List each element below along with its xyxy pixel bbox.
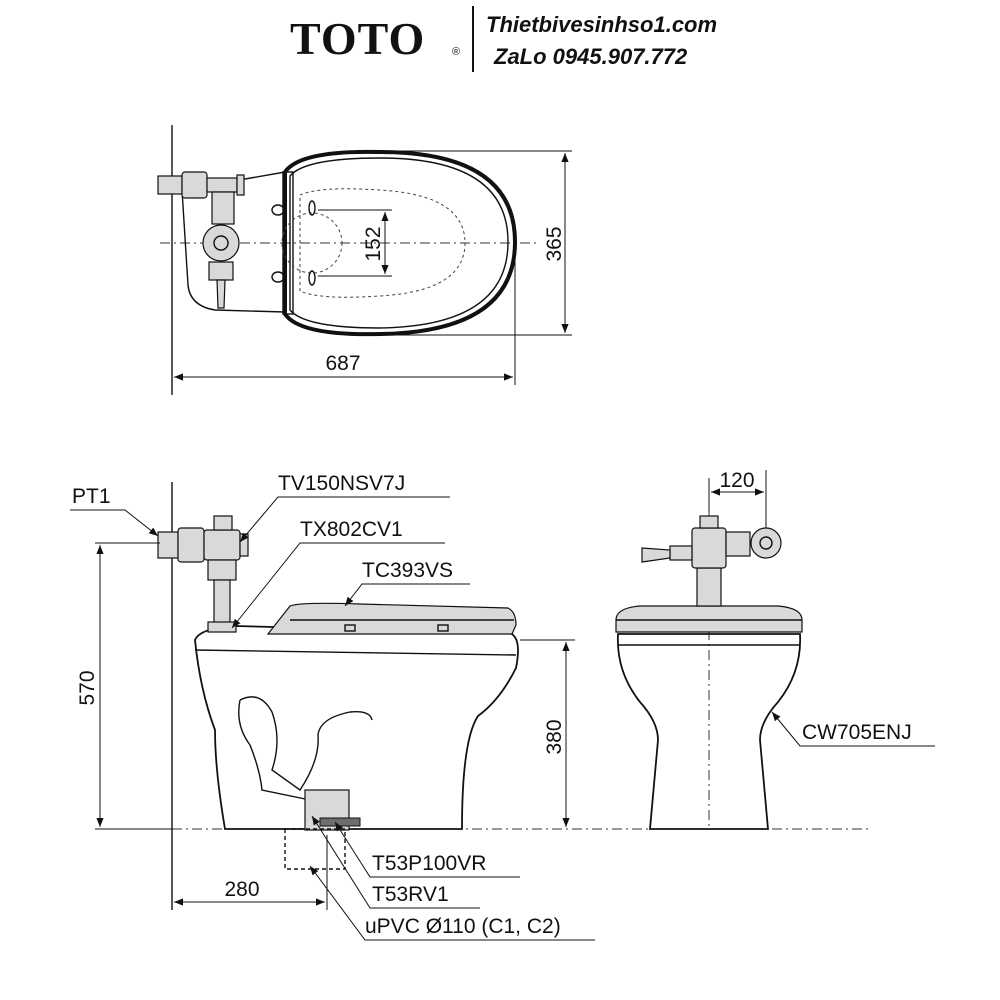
front-outlet-ring	[319, 817, 361, 827]
dim-365-label: 365	[543, 226, 566, 261]
label-tx802: TX802CV1	[300, 518, 403, 541]
front-bowl	[194, 625, 519, 830]
leader-t53rv	[311, 815, 480, 909]
label-t53rv: T53RV1	[372, 883, 449, 906]
leader-tx802	[231, 542, 445, 629]
front-seat	[266, 602, 517, 635]
label-t53p: T53P100VR	[372, 852, 486, 875]
label-pt1: PT1	[72, 485, 111, 508]
leader-tv150	[239, 496, 450, 543]
leader-tc393	[344, 583, 470, 607]
top-supply-nut	[181, 171, 208, 199]
dim-152-label: 152	[362, 226, 385, 261]
top-seat-inner	[289, 157, 509, 329]
top-seat-rim	[283, 149, 518, 337]
top-bowl-opening	[299, 188, 466, 298]
website-text: Thietbivesinhso1.com	[486, 12, 718, 37]
top-seat-bumper-upper	[308, 200, 316, 216]
top-supply-cap	[236, 174, 245, 196]
top-bracket	[181, 171, 286, 313]
leader-t53p	[334, 821, 520, 878]
dim-280-label: 280	[224, 878, 259, 901]
top-outlet-circle	[281, 212, 343, 274]
registered-mark: ®	[452, 46, 461, 58]
brand-logo: TOTO	[290, 13, 426, 64]
top-supply-stub	[157, 175, 183, 195]
dim-687-label: 687	[325, 352, 360, 375]
end-supply-flange	[750, 527, 782, 559]
front-seat-bumper	[437, 624, 449, 632]
end-supply-port	[759, 536, 773, 550]
dim-120-label: 120	[719, 469, 754, 492]
top-bolt-hole-lower	[271, 271, 285, 283]
top-valve-body	[202, 224, 240, 262]
end-valve-body	[691, 527, 727, 569]
top-seat-hinge	[282, 171, 294, 315]
front-flush-pipe	[213, 579, 231, 626]
leader-cw705	[771, 711, 935, 747]
end-view: 120 CW705ENJ	[615, 469, 935, 830]
front-seat-bumper-2	[344, 624, 356, 632]
end-seat	[615, 605, 803, 633]
front-trapway-lower	[238, 699, 311, 801]
label-cw705: CW705ENJ	[802, 721, 912, 744]
label-tv150: TV150NSV7J	[278, 472, 405, 495]
end-valve-arm	[669, 545, 693, 561]
end-valve-top	[699, 515, 719, 529]
top-supply-pipe	[206, 177, 238, 193]
label-tc393: TC393VS	[362, 559, 453, 582]
top-view: 152 365 687	[157, 125, 572, 395]
top-valve-column	[211, 191, 235, 225]
front-drain-pipe	[284, 828, 346, 870]
leader-pt1	[70, 509, 159, 537]
front-valve-body	[203, 529, 241, 561]
dim-380-label: 380	[543, 719, 566, 754]
front-supply-nut	[177, 527, 205, 563]
leader-upvc	[309, 865, 595, 941]
label-upvc: uPVC Ø110 (C1, C2)	[365, 915, 561, 938]
front-flush-spud	[207, 621, 237, 633]
end-valve-connector	[725, 531, 751, 557]
dim-570-label: 570	[76, 670, 99, 705]
top-valve-handle	[216, 279, 226, 309]
top-valve-lower	[208, 261, 234, 281]
header: TOTO ® Thietbivesinhso1.com ZaLo 0945.90…	[0, 0, 1000, 90]
top-seat-bumper-lower	[308, 270, 316, 286]
top-bolt-hole-upper	[271, 204, 285, 216]
contact-text: ZaLo 0945.907.772	[494, 44, 688, 69]
end-bowl	[616, 633, 802, 830]
front-valve-top	[213, 515, 233, 531]
front-bowl-rim-line	[194, 649, 517, 656]
front-trapway	[239, 696, 373, 791]
header-divider	[472, 6, 474, 72]
front-supply-stub	[157, 531, 179, 559]
front-valve-lower	[207, 559, 237, 581]
end-valve-handle	[641, 547, 671, 563]
top-valve-port	[213, 235, 229, 251]
end-flush-pipe	[696, 567, 722, 607]
